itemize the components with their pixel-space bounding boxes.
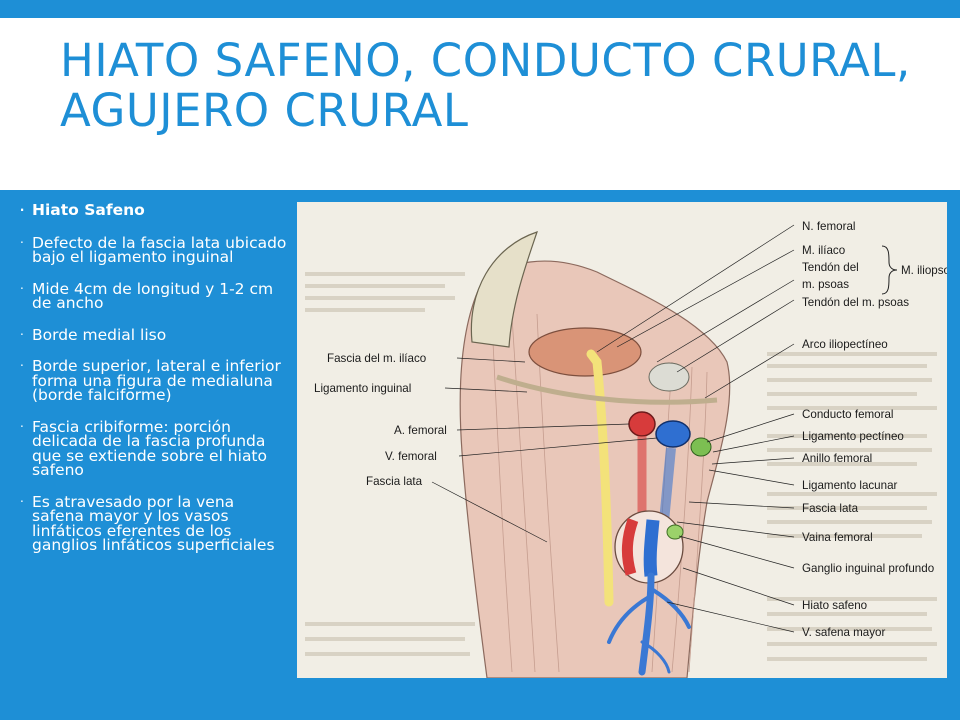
label-hiato-safeno: Hiato safeno	[802, 599, 867, 612]
iliac-crest	[470, 231, 538, 348]
iliopsoas-section	[528, 327, 642, 377]
label-a-femoral: A. femoral	[394, 424, 447, 437]
label-anillo-femoral: Anillo femoral	[802, 452, 872, 465]
label-tendon-psoas: Tendón del m. psoas	[802, 296, 909, 309]
title-area: HIATO SAFENO, CONDUCTO CRURAL, AGUJERO C…	[0, 18, 960, 190]
bullet-dot-icon: ‧	[20, 359, 24, 373]
label-fascia-lata-right: Fascia lata	[802, 502, 859, 515]
label-n-femoral: N. femoral	[802, 220, 855, 233]
label-ligamento-pectineo: Ligamento pectíneo	[802, 430, 904, 443]
label-ligamento-inguinal: Ligamento inguinal	[314, 382, 411, 395]
bullet-dot-icon: ‧	[20, 494, 24, 509]
anatomy-illustration: Fascia del m. ilíaco Ligamento inguinal …	[305, 220, 947, 678]
bullet-dot-icon: ‧	[20, 327, 24, 342]
iliopsoas-brace	[881, 245, 898, 295]
bullet-text: Defecto de la fascia lata ubicado bajo e…	[32, 233, 287, 266]
deep-inguinal-node	[666, 524, 684, 540]
bullet-dot-icon: ‧	[20, 419, 24, 434]
label-ligamento-lacunar: Ligamento lacunar	[802, 479, 898, 492]
bullet-list: ‧ Hiato Safeno ‧ Defecto de la fascia lata…	[20, 201, 290, 570]
label-conducto-femoral: Conducto femoral	[802, 408, 894, 421]
label-v-safena-mayor: V. safena mayor	[802, 626, 885, 639]
bullet-item: ‧ Mide 4cm de longitud y 1-2 cm de ancho	[20, 279, 290, 312]
label-m-iliaco: M. ilíaco	[802, 244, 845, 257]
bullet-text: Borde superior, lateral e inferior forma…	[32, 357, 281, 404]
label-tendon-del: Tendón del	[802, 261, 859, 274]
label-m-iliopsoas: M. iliopsoas	[901, 264, 947, 277]
bullet-text: Es atravesado por la vena safena mayor y…	[32, 492, 275, 554]
bullet-item: ‧ Borde medial liso	[20, 325, 290, 344]
bullet-item: ‧ Hiato Safeno	[20, 201, 290, 219]
anatomy-figure: Fascia del m. ilíaco Ligamento inguinal …	[297, 202, 947, 678]
label-arco-iliopectineo: Arco iliopectíneo	[802, 338, 888, 351]
background-page-texture	[305, 272, 937, 661]
femoral-vein-in-opening	[643, 519, 660, 577]
label-fascia-iliaco: Fascia del m. ilíaco	[327, 352, 426, 365]
label-fascia-lata-left: Fascia lata	[366, 475, 423, 488]
bullet-text: Fascia cribiforme: porción delicada de l…	[32, 417, 267, 479]
bullet-text: Hiato Safeno	[32, 201, 145, 219]
psoas-tendon	[648, 362, 690, 392]
bullet-dot-icon: ‧	[20, 235, 24, 250]
bullet-item: ‧ Es atravesado por la vena safena mayor …	[20, 492, 290, 554]
label-leader-lines	[431, 224, 795, 633]
femoral-canal	[690, 437, 712, 457]
bullet-dot-icon: ‧	[20, 281, 24, 296]
label-vaina-femoral: Vaina femoral	[802, 531, 873, 544]
label-ganglio-inguinal: Ganglio inguinal profundo	[802, 562, 934, 575]
femoral-artery-in-opening	[621, 518, 639, 576]
top-accent-band	[0, 0, 960, 18]
bullet-text: Borde medial liso	[32, 325, 167, 344]
great-saphenous-vein	[607, 572, 691, 676]
bullet-item: ‧ Borde superior, lateral e inferior form…	[20, 357, 290, 404]
slide-title: HIATO SAFENO, CONDUCTO CRURAL, AGUJERO C…	[60, 34, 911, 137]
femoral-nerve	[586, 349, 614, 607]
bullet-text: Mide 4cm de longitud y 1-2 cm de ancho	[32, 279, 274, 312]
bullet-item: ‧ Fascia cribiforme: porción delicada de …	[20, 417, 290, 479]
label-m-psoas: m. psoas	[802, 278, 849, 291]
label-v-femoral: V. femoral	[385, 450, 437, 463]
bullet-item: ‧ Defecto de la fascia lata ubicado bajo …	[20, 233, 290, 266]
femoral-artery-section	[628, 411, 656, 437]
inguinal-ligament	[496, 374, 718, 405]
femoral-vein-section	[655, 420, 691, 448]
bullet-dot-icon: ‧	[20, 203, 25, 217]
